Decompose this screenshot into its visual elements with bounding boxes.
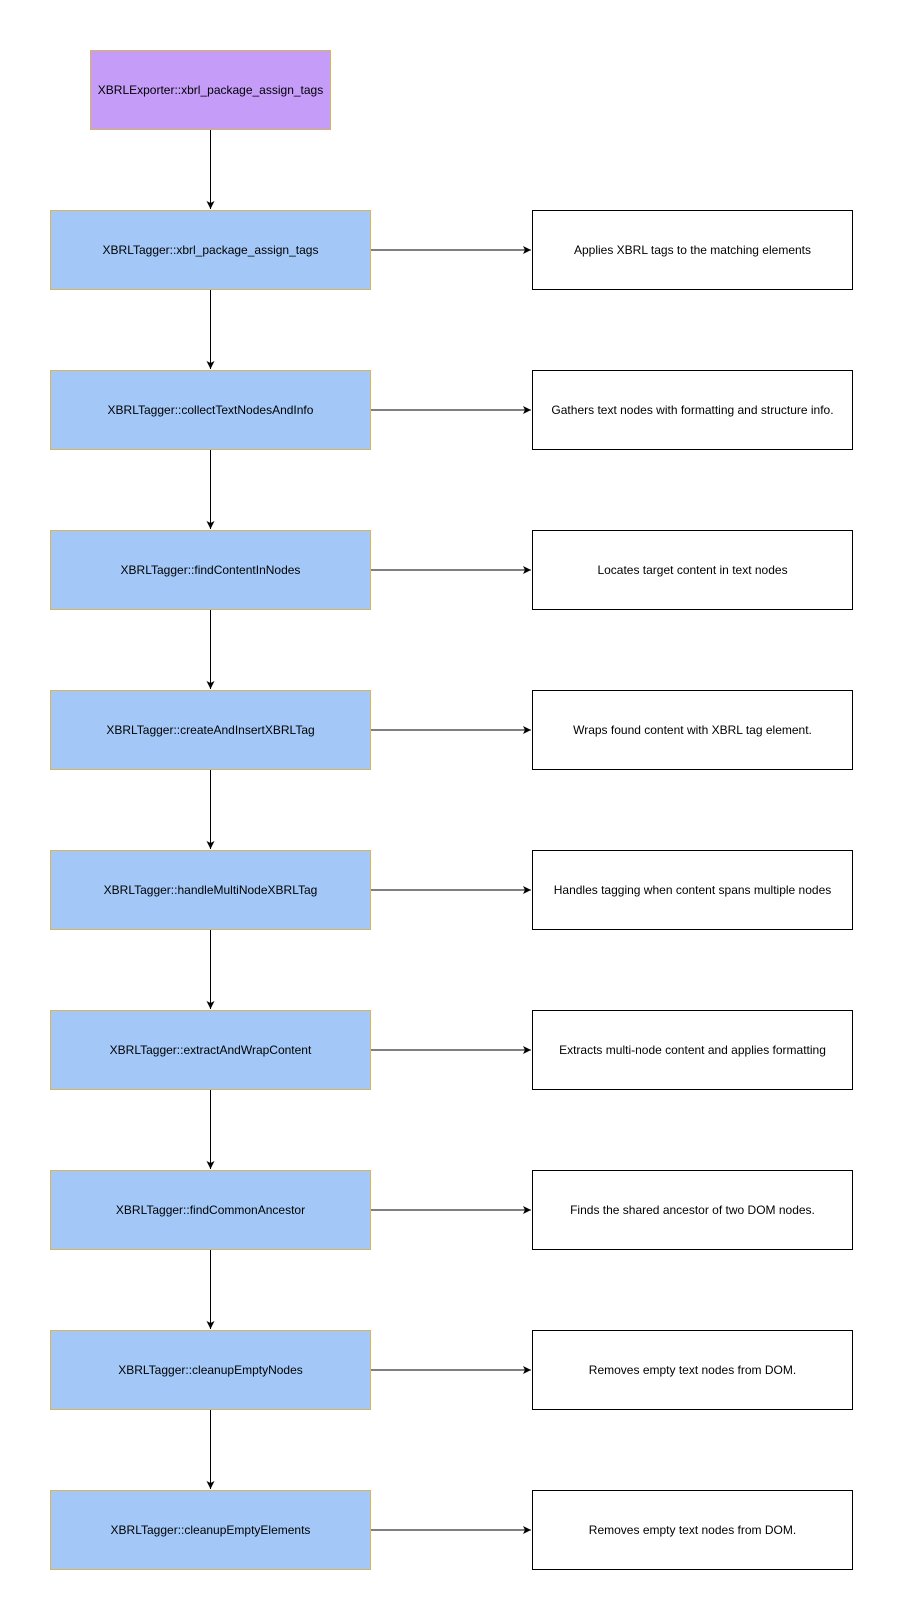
step-node-3[interactable]: XBRLTagger::findContentInNodes [50,530,371,610]
step-node-label: XBRLTagger::collectTextNodesAndInfo [107,402,314,417]
description-node-label: Finds the shared ancestor of two DOM nod… [570,1202,815,1217]
description-node-6[interactable]: Extracts multi-node content and applies … [532,1010,853,1090]
step-node-label: XBRLTagger::xbrl_package_assign_tags [102,242,319,257]
description-node-label: Gathers text nodes with formatting and s… [551,402,834,417]
step-node-9[interactable]: XBRLTagger::cleanupEmptyElements [50,1490,371,1570]
root-node[interactable]: XBRLExporter::xbrl_package_assign_tags [90,50,331,130]
description-node-label: Extracts multi-node content and applies … [559,1042,826,1057]
step-node-6[interactable]: XBRLTagger::extractAndWrapContent [50,1010,371,1090]
step-node-label: XBRLTagger::handleMultiNodeXBRLTag [103,882,318,897]
description-node-label: Removes empty text nodes from DOM. [588,1362,797,1377]
description-node-8[interactable]: Removes empty text nodes from DOM. [532,1330,853,1410]
step-node-8[interactable]: XBRLTagger::cleanupEmptyNodes [50,1330,371,1410]
step-node-4[interactable]: XBRLTagger::createAndInsertXBRLTag [50,690,371,770]
description-node-2[interactable]: Gathers text nodes with formatting and s… [532,370,853,450]
description-node-9[interactable]: Removes empty text nodes from DOM. [532,1490,853,1570]
step-node-label: XBRLTagger::findCommonAncestor [115,1202,306,1217]
description-node-label: Handles tagging when content spans multi… [553,882,832,897]
description-node-4[interactable]: Wraps found content with XBRL tag elemen… [532,690,853,770]
step-node-5[interactable]: XBRLTagger::handleMultiNodeXBRLTag [50,850,371,930]
description-node-label: Wraps found content with XBRL tag elemen… [573,722,812,737]
step-node-label: XBRLTagger::findContentInNodes [120,562,301,577]
step-node-7[interactable]: XBRLTagger::findCommonAncestor [50,1170,371,1250]
description-node-1[interactable]: Applies XBRL tags to the matching elemen… [532,210,853,290]
description-node-label: Locates target content in text nodes [597,562,788,577]
step-node-label: XBRLTagger::cleanupEmptyNodes [118,1362,303,1377]
step-node-label: XBRLTagger::cleanupEmptyElements [110,1522,311,1537]
description-node-label: Applies XBRL tags to the matching elemen… [573,242,812,257]
root-node-label: XBRLExporter::xbrl_package_assign_tags [97,82,324,97]
step-node-2[interactable]: XBRLTagger::collectTextNodesAndInfo [50,370,371,450]
step-node-label: XBRLTagger::createAndInsertXBRLTag [106,722,315,737]
description-node-7[interactable]: Finds the shared ancestor of two DOM nod… [532,1170,853,1250]
description-node-3[interactable]: Locates target content in text nodes [532,530,853,610]
step-node-1[interactable]: XBRLTagger::xbrl_package_assign_tags [50,210,371,290]
step-node-label: XBRLTagger::extractAndWrapContent [109,1042,312,1057]
description-node-5[interactable]: Handles tagging when content spans multi… [532,850,853,930]
description-node-label: Removes empty text nodes from DOM. [588,1522,797,1537]
